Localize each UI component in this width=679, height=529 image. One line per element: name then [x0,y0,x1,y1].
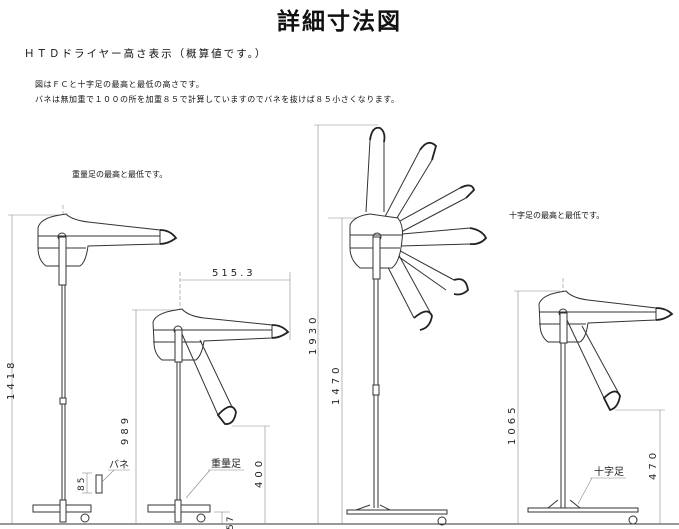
caster-wheel [628,515,638,525]
note-line-2: バネは無加重で１００の所を加重８５で計算していますのでバネを抜けば８５小さくなり… [35,95,400,104]
subtitle: ＨＴＤドライヤー高さ表示（概算値です。） [24,48,268,60]
dim-989: 989 [120,414,131,445]
label-spring: バネ [109,459,129,471]
figure-weighted-max: 1418 85 バネ [6,205,178,524]
note-line-1: 図はＦＣと十字足の最高と最低の高さです。 [35,80,205,89]
figure-cross-min: 1065 470 十字足 [507,278,674,525]
caption-weighted-base: 重量足の最高と最低です。 [72,170,168,179]
nozzle [271,324,290,339]
dim-1065: 1065 [507,404,518,445]
nozzle [655,307,674,321]
nozzle [159,229,178,245]
dim-515-3: 515.3 [212,268,256,279]
figure-weighted-min: 989 515.3 400 57 重量足 [120,268,291,529]
dryer-head [37,213,161,267]
dim-85: 85 [77,476,87,491]
spring-detail [95,474,103,494]
figure-range-of-motion: 1930 1470 [308,124,488,526]
pole-upper [58,236,67,286]
dim-470: 470 [648,449,659,480]
label-weighted-base: 重量足 [211,457,241,470]
caption-cross-base: 十字足の最高と最低です。 [509,211,605,220]
caster-wheel [437,516,447,526]
dim-400: 400 [254,457,265,488]
cross-base [346,509,448,515]
dim-1470: 1470 [331,364,342,405]
caster-wheel [196,513,206,523]
dryer-head [538,290,657,343]
caster-wheel [80,513,90,523]
dryer-head [152,308,273,361]
nozzle-down [216,405,237,425]
nozzle-down [602,390,621,412]
label-cross-base: 十字足 [594,465,624,478]
page-title: 詳細寸法図 [277,9,402,35]
dim-1418: 1418 [6,359,17,400]
dim-1930: 1930 [308,314,319,355]
dim-57: 57 [226,515,236,529]
cross-base [527,507,639,513]
